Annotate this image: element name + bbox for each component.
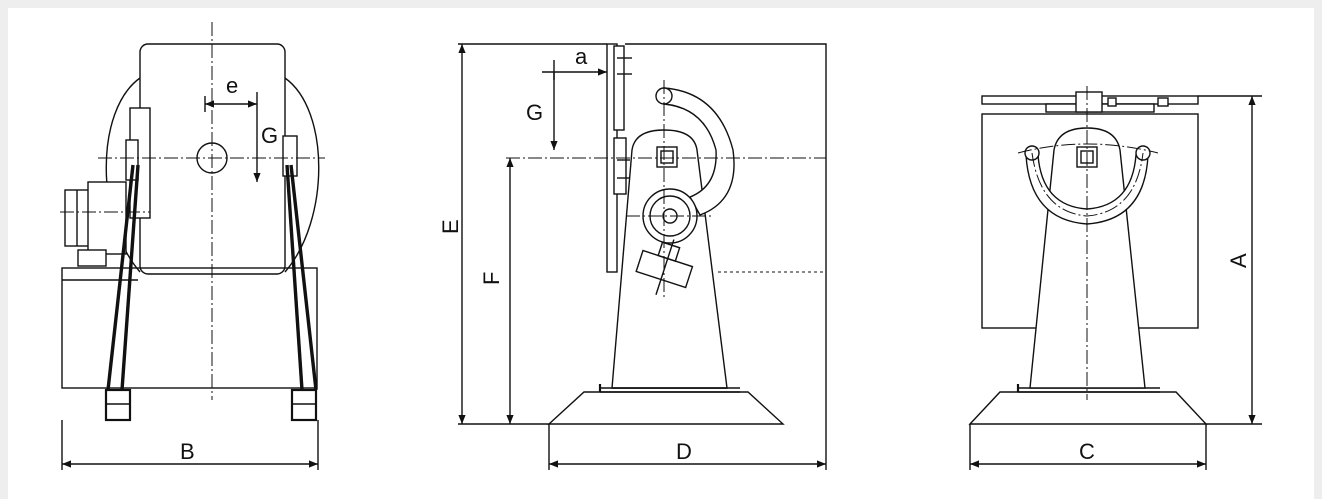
- side-view: a G E F D: [438, 43, 827, 470]
- label-a-height: A: [1226, 253, 1251, 268]
- front-view: e G B: [60, 22, 325, 470]
- label-g-front: G: [261, 123, 278, 148]
- label-d: D: [676, 439, 692, 464]
- label-f: F: [479, 272, 504, 285]
- label-a: a: [575, 44, 588, 69]
- label-g-side: G: [526, 100, 543, 125]
- label-e: e: [226, 73, 238, 98]
- label-e-height: E: [438, 219, 463, 234]
- label-c: C: [1079, 439, 1095, 464]
- label-b: B: [180, 439, 195, 464]
- rear-view: A C: [968, 86, 1262, 470]
